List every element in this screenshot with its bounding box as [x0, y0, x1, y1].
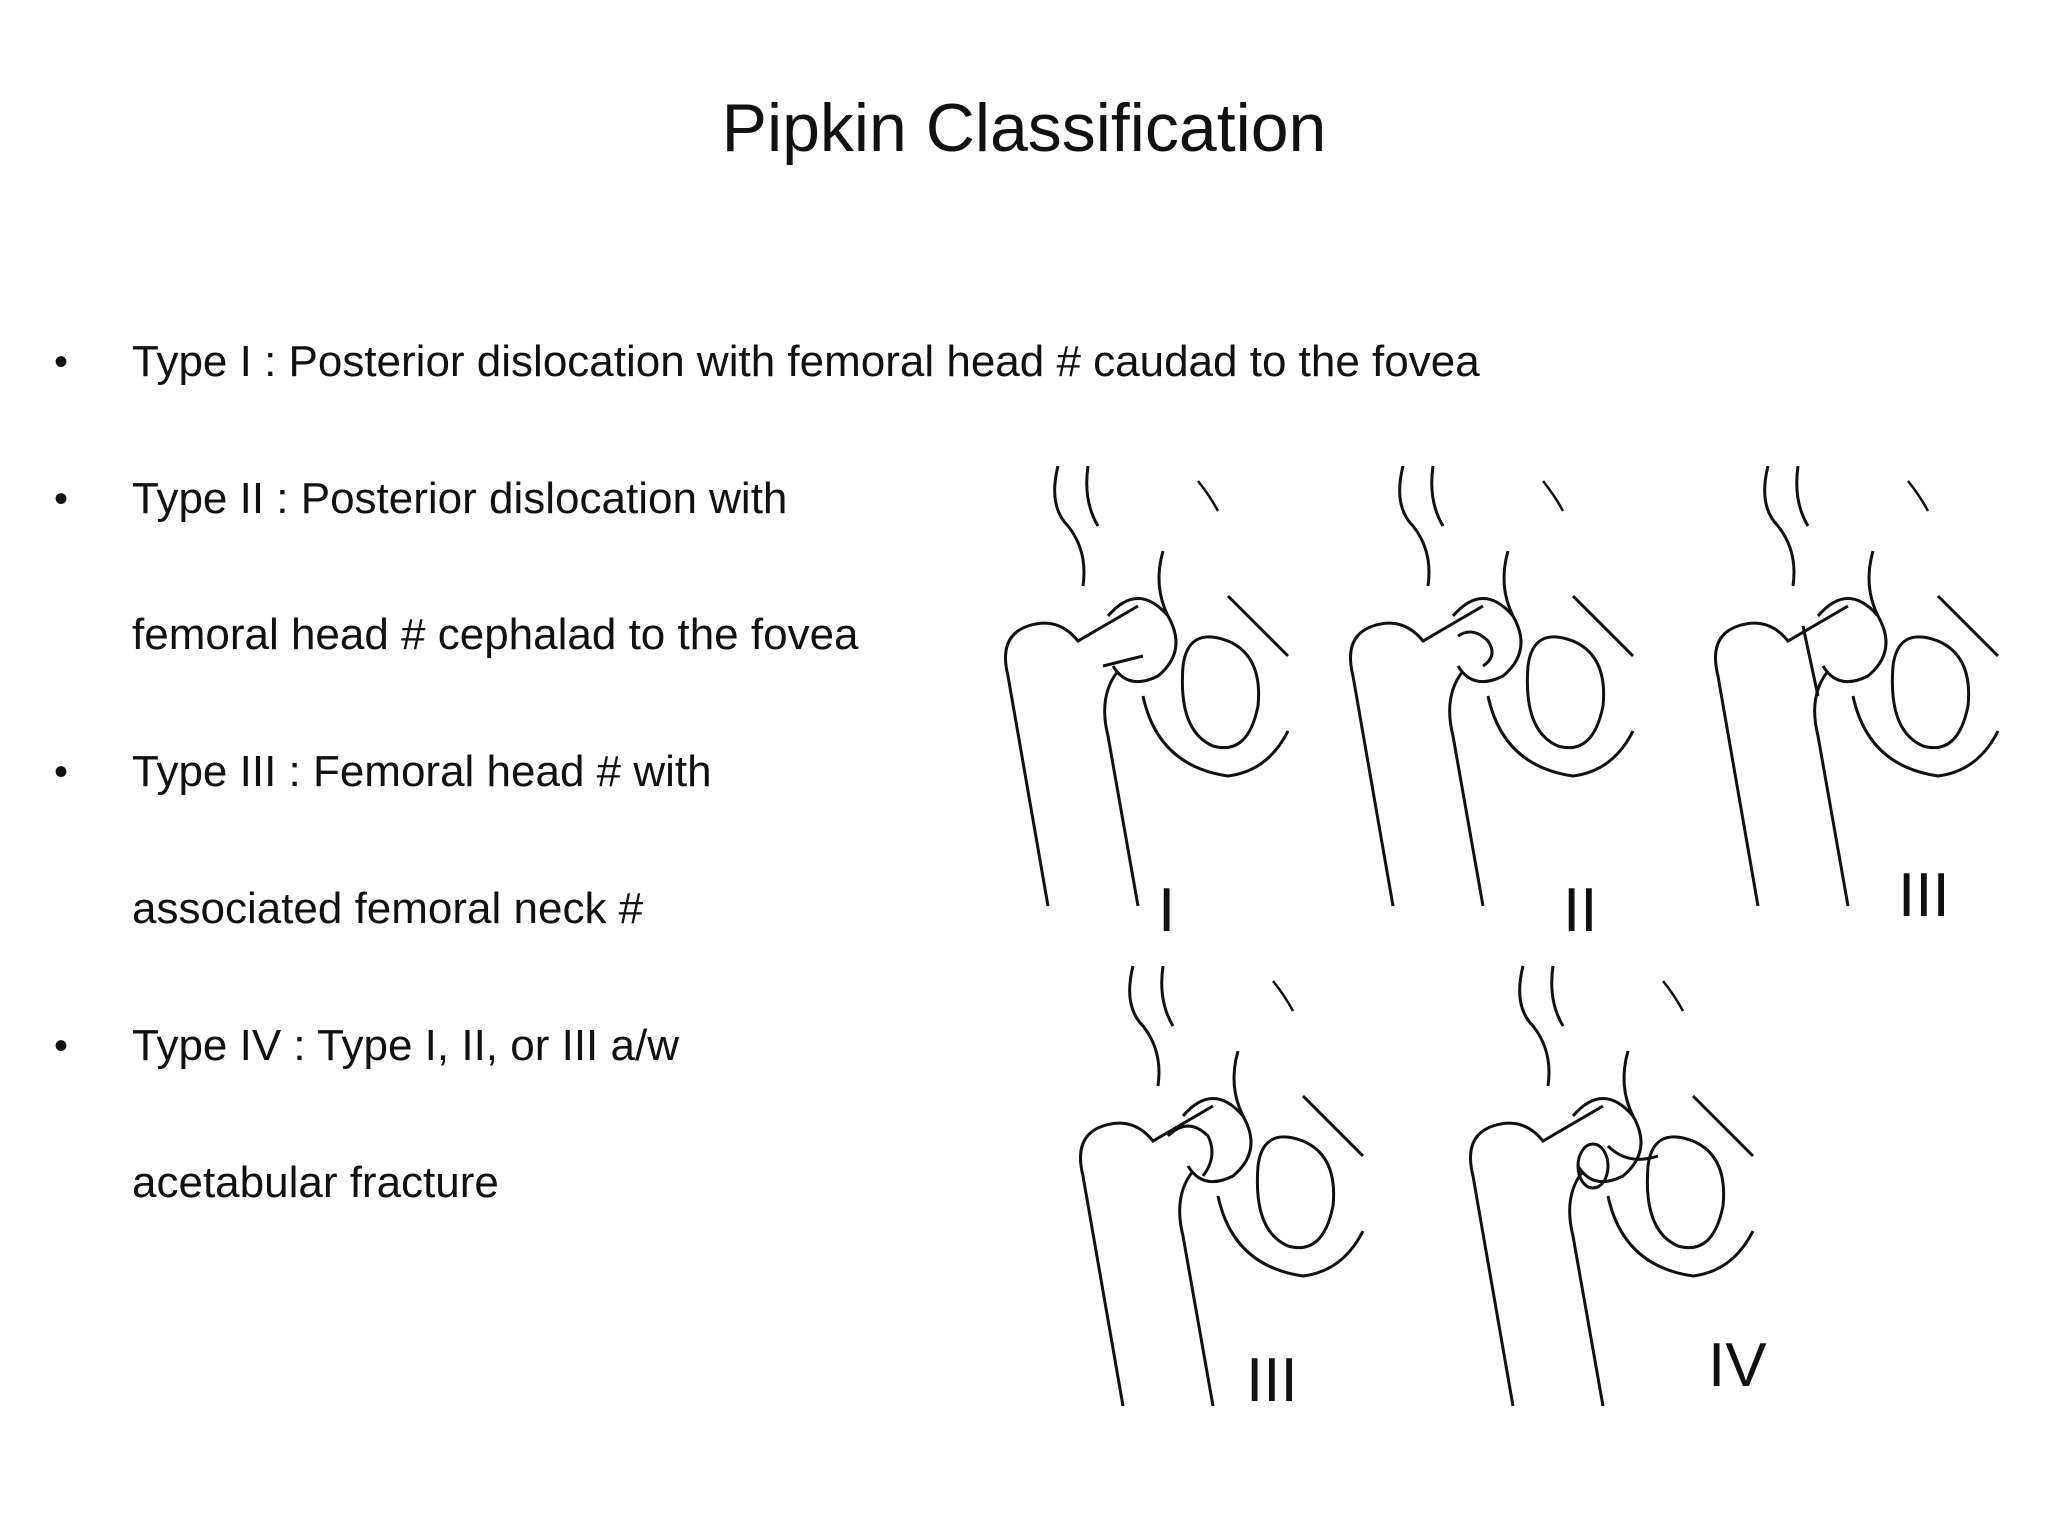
hip-drawing-type-iii: [1714, 466, 2000, 908]
bullet-type-ii-line-1: Type II : Posterior dislocation with: [132, 474, 788, 523]
bullet-type-iii-line-2: associated femoral neck #: [132, 884, 644, 933]
hip-drawing-type-iii-b: [1079, 964, 1365, 1408]
pipkin-illustration: I II III III IV: [968, 466, 2028, 1426]
bullet-marker: •: [54, 750, 69, 794]
figure-label-i: I: [1158, 876, 1175, 945]
hip-drawing-type-iv: [1469, 964, 1755, 1408]
bullet-marker: •: [54, 1024, 69, 1068]
pipkin-illustration-svg: I II III III IV: [1004, 466, 2000, 1415]
hip-drawing-type-ii: [1349, 466, 1635, 908]
bullet-type-iv-line-1: Type IV : Type I, II, or III a/w: [132, 1021, 679, 1070]
figure-label-ii: II: [1563, 876, 1597, 945]
slide-title: Pipkin Classification: [721, 90, 1327, 166]
bullet-marker: •: [54, 340, 69, 384]
bullet-type-ii-line-2: femoral head # cephalad to the fovea: [132, 610, 859, 659]
bullet-type-iv-line-2: acetabular fracture: [132, 1158, 499, 1207]
bullet-type-i-line-1: Type I : Posterior dislocation with femo…: [132, 337, 1480, 386]
bullet-type-iii-line-1: Type III : Femoral head # with: [132, 747, 712, 796]
figure-label-iii-bottom: III: [1246, 1346, 1298, 1415]
figure-label-iii-top: III: [1898, 861, 1950, 930]
figure-label-iv: IV: [1708, 1331, 1767, 1400]
hip-drawing-type-i: [1004, 466, 1290, 908]
bullet-marker: •: [54, 477, 69, 521]
